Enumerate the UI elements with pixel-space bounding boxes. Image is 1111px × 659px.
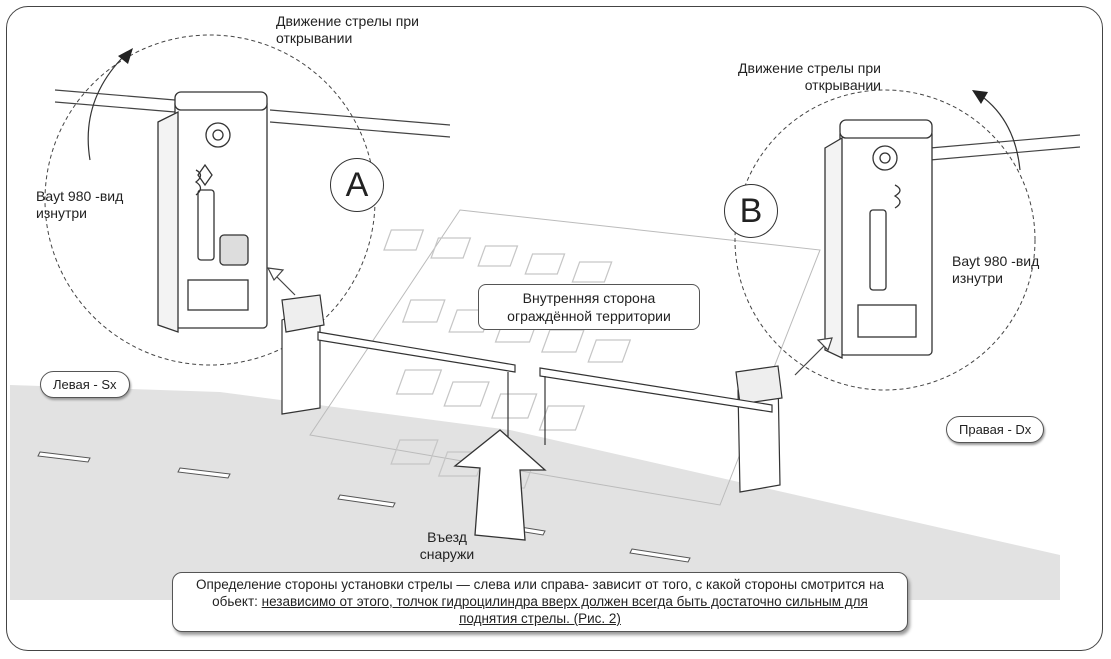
note-underlined-text: независимо от этого, толчок гидроцилиндр… bbox=[261, 594, 868, 626]
cabinet-right bbox=[824, 119, 933, 360]
marker-b: B bbox=[724, 184, 778, 238]
movement-label-right: Движение стрелы при открывании bbox=[738, 60, 881, 93]
barrier-arm-right bbox=[539, 367, 773, 413]
pointer-arrow-right bbox=[794, 337, 833, 376]
open-arrow-right bbox=[979, 94, 1021, 171]
paved-area bbox=[309, 209, 821, 506]
barrier-post-right bbox=[735, 365, 783, 493]
barrier-arm-left bbox=[317, 331, 516, 373]
cabinet-left bbox=[157, 91, 268, 333]
open-arrow-left bbox=[87, 54, 126, 161]
open-arrow-left-head bbox=[118, 48, 133, 64]
detail-circle-right bbox=[734, 89, 1036, 391]
entry-arrow bbox=[453, 429, 547, 541]
inside-view-label-right: Bayt 980 -вид изнутри bbox=[952, 253, 1040, 286]
note-plain-text: Определение стороны установки стрелы — с… bbox=[195, 577, 885, 609]
inner-side-label: Внутренняя сторона ограждённой территори… bbox=[478, 284, 700, 330]
movement-label-left: Движение стрелы при открывании bbox=[276, 13, 419, 46]
open-arrow-right-head bbox=[972, 90, 988, 104]
fence-left bbox=[54, 89, 451, 138]
road bbox=[10, 385, 1060, 600]
barrier-post-left bbox=[281, 294, 325, 415]
inside-view-label-left: Bayt 980 -вид изнутри bbox=[36, 188, 124, 221]
marker-a: A bbox=[330, 158, 384, 212]
entry-label: Въезд снаружи bbox=[419, 529, 475, 562]
left-side-badge: Левая - Sx bbox=[40, 371, 130, 398]
right-side-badge: Правая - Dx bbox=[946, 416, 1045, 443]
diagram-frame bbox=[6, 6, 1103, 651]
fence-right bbox=[929, 134, 1081, 161]
paving-tiles bbox=[383, 229, 632, 489]
pointer-arrow-left bbox=[266, 267, 296, 296]
installation-note: Определение стороны установки стрелы — с… bbox=[172, 572, 908, 632]
